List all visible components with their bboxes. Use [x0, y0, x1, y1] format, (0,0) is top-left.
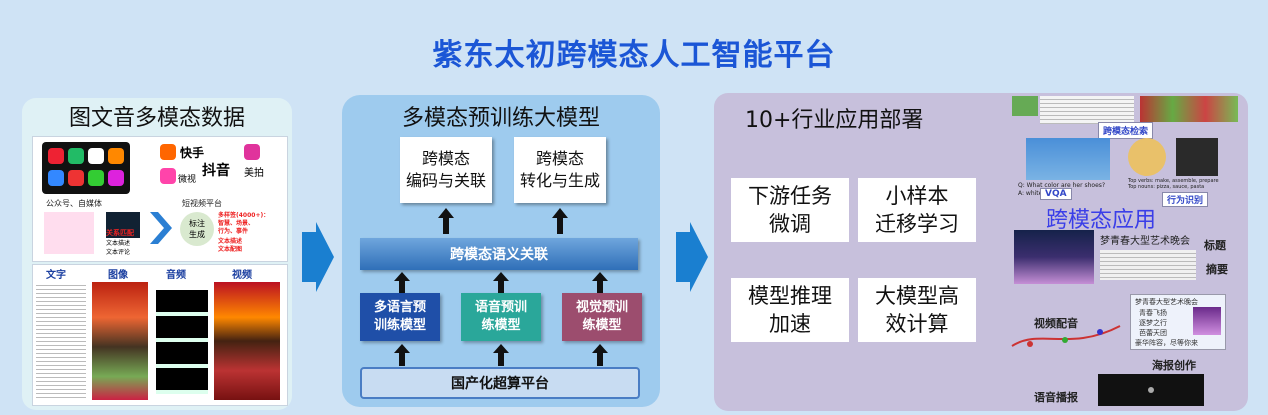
- retrieval-thumb: [1012, 96, 1038, 116]
- language-model-box: 多语言预 训练模型: [360, 293, 440, 341]
- model-panel-title: 多模态预训练大模型: [401, 106, 600, 131]
- party-title: 梦青春大型艺术晚会: [1100, 236, 1190, 247]
- fireworks-thumb: [106, 212, 140, 238]
- inference-card: 模型推理 加速: [731, 278, 849, 342]
- header-video: 视频: [232, 270, 252, 281]
- caption-media: 公众号、自媒体: [46, 199, 102, 208]
- tag-generate-badge: 标注 生成: [180, 212, 214, 246]
- vqa-label: VQA: [1040, 188, 1072, 200]
- efficient-compute-card: 大模型高 效计算: [858, 278, 976, 342]
- cross-modal-app-title: 跨模态应用: [1046, 208, 1157, 233]
- page-title: 紫东太初跨模态人工智能平台: [432, 38, 836, 73]
- arrow-up-icon: [394, 272, 410, 294]
- meipai-icon: [244, 144, 260, 160]
- arrow-up-icon: [592, 272, 608, 294]
- semantic-relation-bar: 跨模态语义关联: [360, 238, 638, 270]
- social-apps-image: [42, 142, 130, 194]
- action-label: 行为识别: [1162, 192, 1209, 207]
- caption-video: 短视频平台: [182, 199, 222, 208]
- arrow-up-icon: [394, 344, 410, 366]
- tag-note: 多样签(4000+)： 智慧、场景、 行为、事件: [218, 212, 270, 235]
- summary-text: [1100, 250, 1196, 280]
- speech-model-box: 语音预训 练模型: [461, 293, 541, 341]
- retrieval-results: [1140, 96, 1238, 122]
- voice-player[interactable]: [1098, 374, 1204, 406]
- food-image-1: [1128, 138, 1166, 176]
- speaker-icon: [1148, 387, 1154, 393]
- compute-platform-box: 国产化超算平台: [360, 367, 640, 399]
- data-panel-title: 图文音多模态数据: [68, 106, 245, 131]
- ballet-image: [1014, 230, 1094, 284]
- retrieval-text: [1040, 96, 1134, 124]
- arrow-up-icon: [493, 272, 509, 294]
- application-panel-title: 10+行业应用部署: [745, 108, 924, 133]
- video-thumbs: [214, 282, 280, 400]
- video-apps: 快手 抖音 美拍 微视: [160, 142, 278, 194]
- retrieval-label: 跨模态检索: [1098, 122, 1154, 139]
- arrow-up-icon: [493, 344, 509, 366]
- arrow-icon: [150, 212, 172, 244]
- dubbing-label: 视频配音: [1034, 317, 1078, 330]
- vqa-image: [1026, 138, 1110, 180]
- text-doc-thumb: [36, 282, 86, 400]
- kuaishou-icon: [160, 144, 176, 160]
- title-label: 标题: [1204, 239, 1226, 252]
- voice-label: 语音播报: [1034, 391, 1078, 404]
- summary-label: 摘要: [1206, 263, 1228, 276]
- arrow-up-icon: [552, 208, 568, 234]
- poster-label: 海报创作: [1152, 359, 1196, 372]
- vision-model-box: 视觉预训 练模型: [562, 293, 642, 341]
- people-image: [44, 212, 94, 254]
- action-caption: Top verbs: make, assemble, prepare Top n…: [1128, 178, 1219, 190]
- poster-image: 梦青春大型艺术晚会 青春飞扬 逐梦之行 芭蕾天团 豪华阵容，尽等你来: [1130, 294, 1226, 350]
- vqa-question: Q: What color are her shoes?: [1018, 182, 1106, 189]
- tag-note-2: 文本描述 文本配图: [218, 238, 243, 253]
- vqa-answer: A: white: [1018, 190, 1043, 197]
- header-text: 文字: [46, 270, 66, 281]
- food-image-2: [1176, 138, 1218, 176]
- arrow-up-icon: [438, 208, 454, 234]
- audio-thumbs: [156, 290, 208, 394]
- arrow-up-icon: [592, 344, 608, 366]
- transform-generate-box: 跨模态 转化与生成: [514, 137, 606, 203]
- flow-arrow-2-icon: [676, 222, 708, 292]
- weishi-icon: [160, 168, 176, 184]
- finetune-card: 下游任务 微调: [731, 178, 849, 242]
- flow-arrow-1-icon: [302, 222, 334, 292]
- header-audio: 音频: [166, 270, 186, 281]
- douyin-label: 抖音: [202, 163, 230, 179]
- image-thumbs: [92, 282, 148, 400]
- header-image: 图像: [108, 270, 128, 281]
- music-notes-icon: [1011, 325, 1121, 347]
- encode-relate-box: 跨模态 编码与关联: [400, 137, 492, 203]
- fewshot-card: 小样本 迁移学习: [858, 178, 976, 242]
